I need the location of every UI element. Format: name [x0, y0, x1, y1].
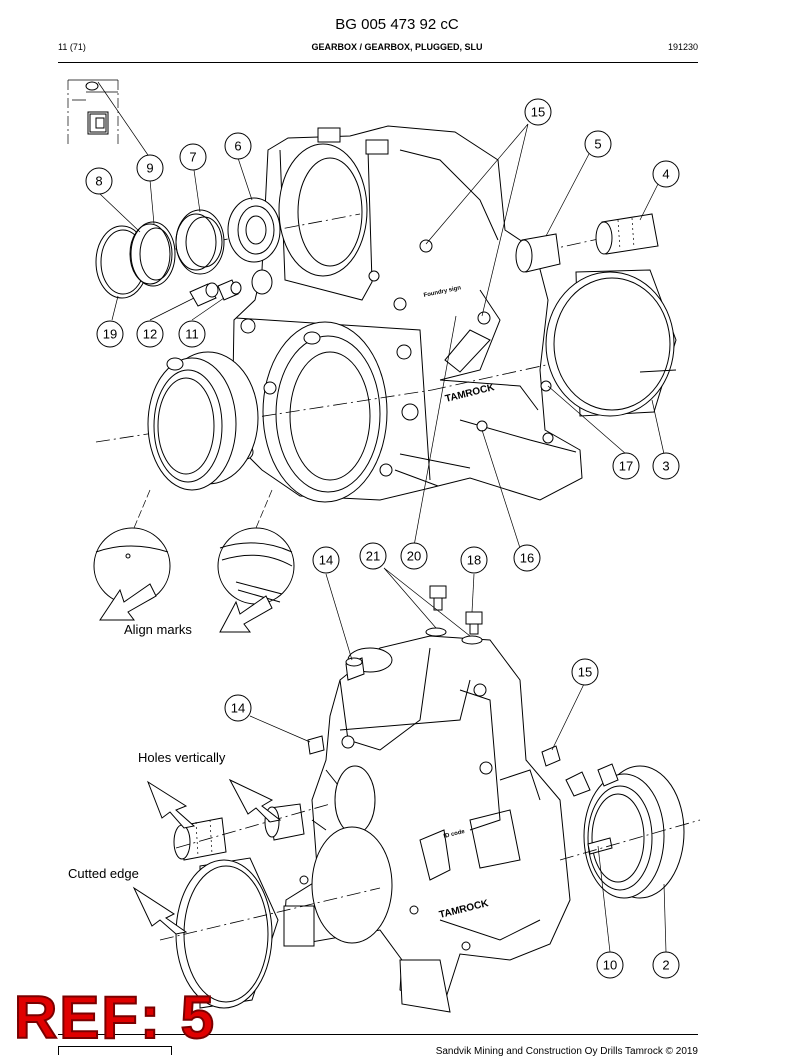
svg-text:9: 9 — [146, 161, 153, 176]
svg-text:20: 20 — [407, 549, 421, 564]
part-21-washer — [425, 627, 483, 645]
svg-text:11: 11 — [185, 327, 199, 342]
upper-gearbox-housing — [231, 125, 583, 503]
part-8-9-seal — [129, 221, 176, 287]
svg-text:5: 5 — [594, 137, 601, 152]
part-12-plug — [189, 282, 219, 307]
callout-17: 17 — [612, 452, 640, 480]
svg-text:6: 6 — [234, 139, 241, 154]
callout-14-lower: 14 — [224, 694, 252, 722]
svg-text:15: 15 — [531, 105, 545, 120]
align-marks-label: Align marks — [124, 622, 192, 637]
svg-text:3: 3 — [662, 459, 669, 474]
callout-21: 21 — [359, 542, 387, 570]
part-5-bushing — [515, 233, 561, 273]
holes-vertically-label: Holes vertically — [138, 750, 226, 765]
lower-bushing-left — [173, 817, 227, 861]
document-date: 191230 — [667, 42, 698, 52]
svg-text:2: 2 — [662, 958, 669, 973]
svg-text:8: 8 — [95, 174, 102, 189]
svg-text:18: 18 — [467, 553, 481, 568]
bearing-cover-left — [147, 351, 259, 491]
lower-sleeve — [175, 857, 279, 1009]
callout-9: 9 — [136, 154, 164, 182]
document-code: BG 005 473 92 cC — [335, 16, 459, 33]
align-mark-detail-left — [93, 489, 171, 621]
callout-4: 4 — [652, 160, 680, 188]
part-15-plug-lower — [541, 745, 561, 767]
part-14-plug-lower — [307, 735, 325, 755]
svg-text:14: 14 — [319, 553, 333, 568]
callout-6: 6 — [224, 132, 252, 160]
part-11-plug — [217, 279, 242, 301]
id-code-text: ID code — [443, 829, 466, 840]
callout-15-lower: 15 — [571, 658, 599, 686]
callout-18: 18 — [460, 546, 488, 574]
svg-text:21: 21 — [366, 549, 380, 564]
header-rule — [58, 62, 698, 63]
svg-text:7: 7 — [189, 150, 196, 165]
callout-3: 3 — [652, 452, 680, 480]
cutted-edge-label: Cutted edge — [68, 866, 139, 881]
callout-12: 12 — [136, 320, 164, 348]
callout-11: 11 — [178, 320, 206, 348]
footer-rule — [58, 1034, 698, 1035]
svg-text:19: 19 — [103, 327, 117, 342]
part-7-bearing — [175, 209, 225, 275]
ref-label: REF: 5 — [13, 984, 217, 1051]
footer-logo-strip — [58, 1046, 172, 1055]
seal-detail-inset — [67, 79, 119, 146]
callout-2: 2 — [652, 951, 680, 979]
svg-text:4: 4 — [662, 167, 669, 182]
svg-text:10: 10 — [603, 958, 617, 973]
callout-10: 10 — [596, 951, 624, 979]
lower-gearbox-housing — [283, 635, 571, 1013]
align-mark-detail-right — [217, 489, 295, 633]
callout-15-upper: 15 — [524, 98, 552, 126]
callout-19: 19 — [96, 320, 124, 348]
part-4-bushing — [595, 213, 659, 255]
svg-text:14: 14 — [231, 701, 245, 716]
part-6-bearing — [227, 197, 281, 263]
part-18-plug — [429, 585, 483, 635]
page-title: GEARBOX / GEARBOX, PLUGGED, SLU — [311, 42, 483, 52]
page-number: 11 (71) — [58, 42, 86, 52]
callout-7: 7 — [179, 143, 207, 171]
callout-8: 8 — [85, 167, 113, 195]
part-2-cover — [583, 765, 685, 899]
footer-copyright: Sandvik Mining and Construction Oy Drill… — [435, 1046, 698, 1057]
svg-text:15: 15 — [578, 665, 592, 680]
svg-text:16: 16 — [520, 551, 534, 566]
callout-16: 16 — [513, 544, 541, 572]
leader-lines — [97, 81, 667, 953]
callout-20: 20 — [400, 542, 428, 570]
part-14-plug-upper — [345, 657, 365, 681]
note-arrows — [132, 778, 282, 935]
part-3-sleeve — [545, 269, 677, 417]
callout-5: 5 — [584, 130, 612, 158]
svg-text:12: 12 — [143, 327, 157, 342]
callout-14-upper: 14 — [312, 546, 340, 574]
svg-text:17: 17 — [619, 459, 633, 474]
